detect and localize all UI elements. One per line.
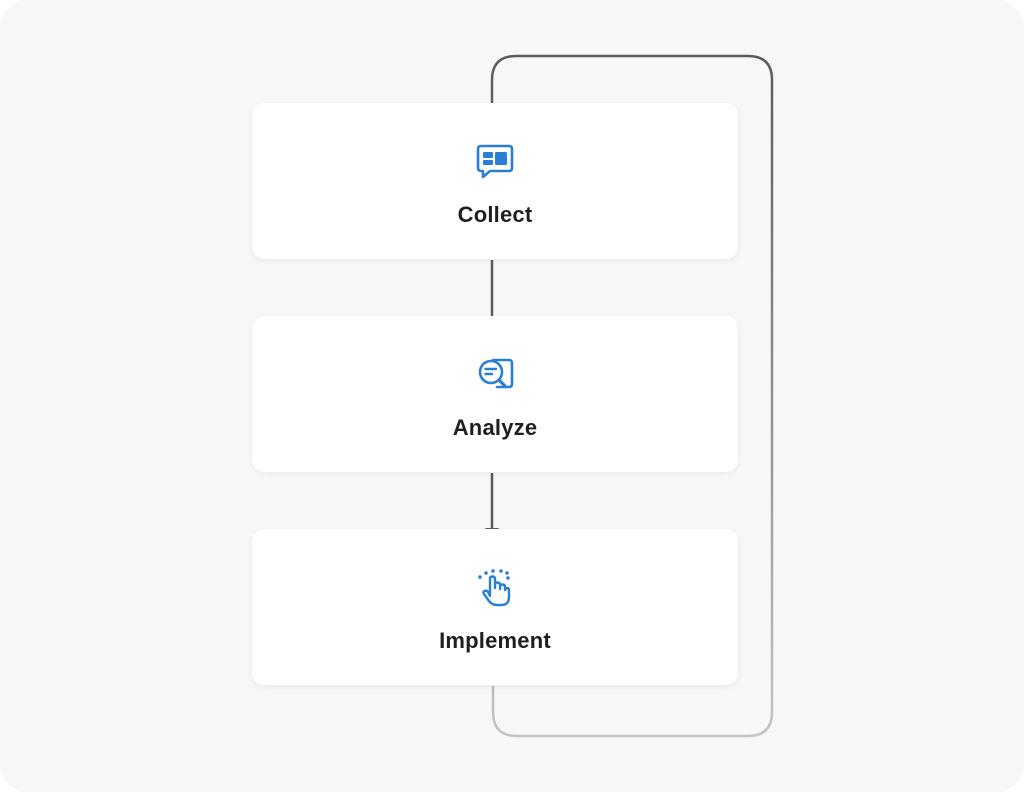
chat-dashboard-icon — [471, 137, 519, 185]
hand-tap-icon — [471, 563, 519, 611]
feedback-loop-line — [490, 54, 774, 738]
search-document-icon — [471, 350, 519, 398]
step-label-analyze: Analyze — [452, 415, 538, 440]
step-card-implement: Implement — [252, 529, 738, 685]
step-label-collect: Collect — [457, 202, 533, 227]
step-card-collect: Collect — [252, 103, 738, 259]
step-card-analyze: Analyze — [252, 316, 738, 472]
step-label-implement: Implement — [439, 628, 551, 653]
